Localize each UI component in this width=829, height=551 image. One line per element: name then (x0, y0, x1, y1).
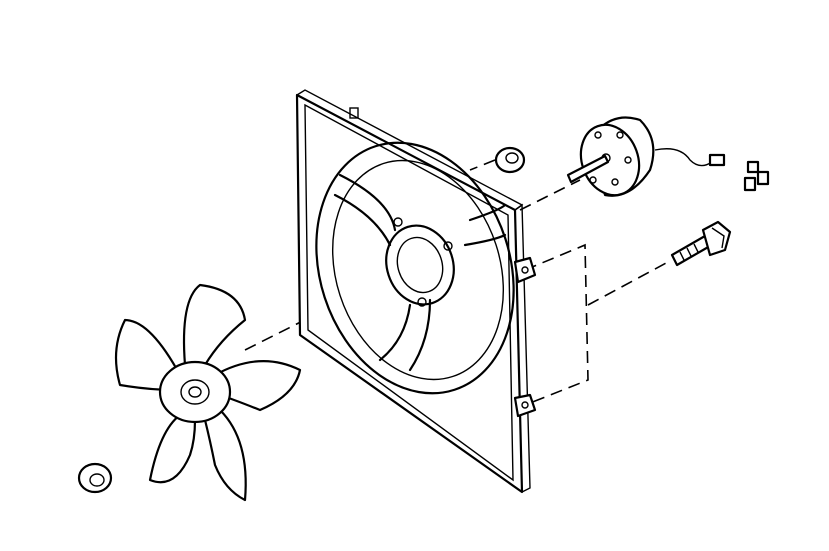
nut (494, 146, 526, 174)
connector (743, 160, 770, 192)
clip (77, 462, 113, 494)
fan-shroud (295, 89, 537, 494)
bolt (670, 220, 732, 267)
fan-blade (114, 283, 302, 502)
fan-motor (566, 116, 726, 197)
